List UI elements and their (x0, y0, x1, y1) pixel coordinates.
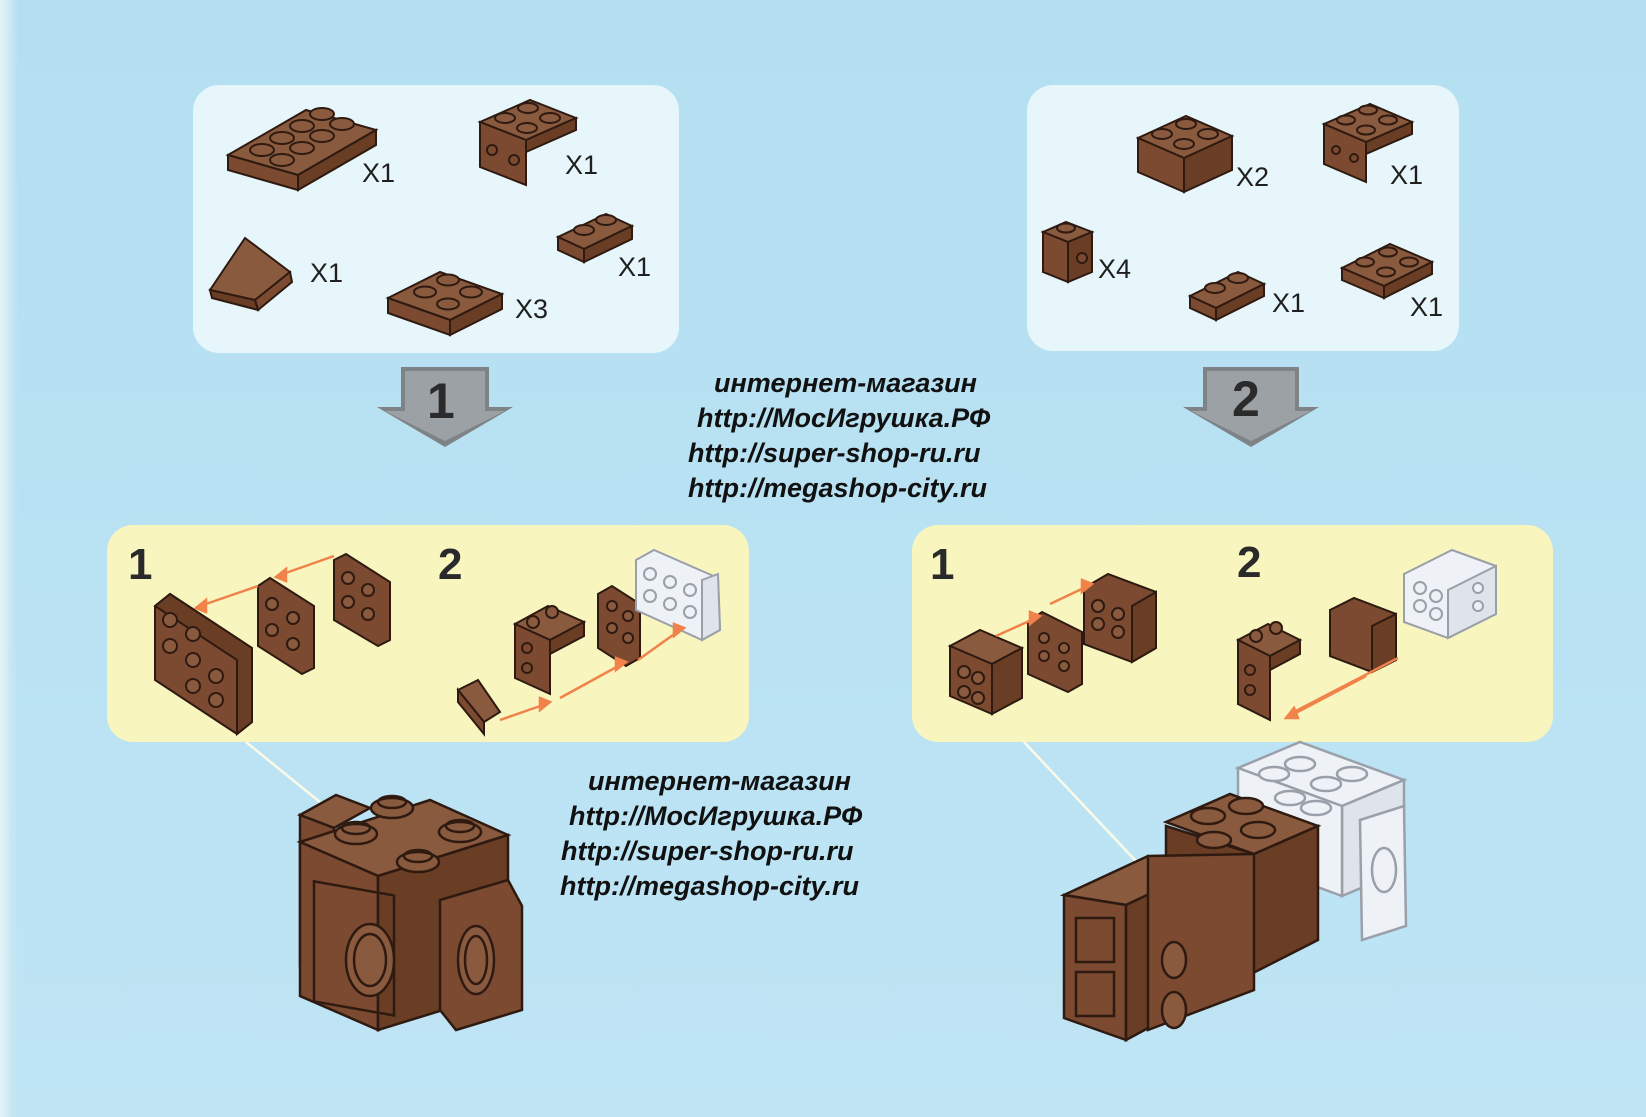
part-plate-2x2-step1 (385, 270, 505, 337)
substep-1-1: 1 (128, 540, 153, 589)
assembly-2-sub-2 (1235, 596, 1397, 722)
part-plate-1x2-step2 (1187, 270, 1267, 322)
qty-brick-1x1-side: X4 (1098, 254, 1132, 284)
watermark-shop-2: интернет-магазин (588, 766, 851, 796)
qty-plate-2x2-step2: X1 (1410, 292, 1444, 322)
assembly-1-sub-2-arrows (499, 622, 687, 722)
page-fold-shadow (0, 0, 18, 1117)
assembly-1-sub-1 (153, 552, 391, 737)
page-fold-line (10, 0, 11, 1117)
watermark-url-2c: http://megashop-city.ru (560, 871, 860, 901)
substep-2-2: 2 (1237, 538, 1262, 587)
qty-plate-2x4: X1 (362, 158, 396, 188)
result-model-2-brown (1059, 792, 1322, 1043)
part-brick-2x2-step2 (1135, 114, 1235, 194)
watermark-shop-1: интернет-магазин (714, 368, 977, 398)
part-plate-1x2-step1 (555, 212, 635, 264)
part-brick-1x1-side (1040, 220, 1095, 284)
qty-wedge: X1 (310, 258, 344, 288)
watermark-url-1c: http://megashop-city.ru (688, 473, 988, 503)
part-plate-2x2-step2 (1339, 242, 1435, 300)
watermark-url-1b: http://super-shop-ru.ru (688, 438, 981, 468)
watermark-url-1a: http://МосИгрушка.РФ (697, 403, 991, 433)
substep-1-2: 2 (438, 540, 463, 589)
step-arrow-2 (1183, 367, 1319, 447)
assembly-1-sub-2-white-part (635, 548, 722, 642)
assembly-2-sub-1-arrows (995, 578, 1095, 638)
part-plate-2x4 (225, 107, 379, 192)
qty-brick-2x2-step2: X2 (1236, 162, 1270, 192)
assembly-2-sub-2-arrows (1283, 656, 1399, 720)
qty-bracket-step2: X1 (1390, 160, 1424, 190)
step-arrow-1 (377, 367, 513, 447)
part-wedge (208, 236, 294, 312)
qty-plate-1x2-step2: X1 (1272, 288, 1306, 318)
assembly-2-sub-1 (947, 572, 1157, 716)
qty-plate-1x2-step1: X1 (618, 252, 652, 282)
step-number-1: 1 (427, 373, 455, 429)
step-number-2: 2 (1232, 371, 1260, 427)
part-bracket-step1 (477, 98, 579, 187)
leader-line-2 (1023, 741, 1151, 877)
qty-bracket-step1: X1 (565, 150, 599, 180)
part-bracket-step2 (1321, 102, 1415, 184)
assembly-2-sub-2-white-part (1403, 548, 1497, 640)
watermark-url-2b: http://super-shop-ru.ru (561, 836, 854, 866)
substep-2-1: 1 (930, 540, 955, 589)
result-model-1 (296, 793, 524, 1032)
watermark-url-2a: http://МосИгрушка.РФ (569, 801, 863, 831)
assembly-1-sub-2 (456, 584, 641, 737)
assembly-1-sub-1-arrows (193, 554, 335, 614)
qty-plate-2x2-step1: X3 (515, 294, 549, 324)
